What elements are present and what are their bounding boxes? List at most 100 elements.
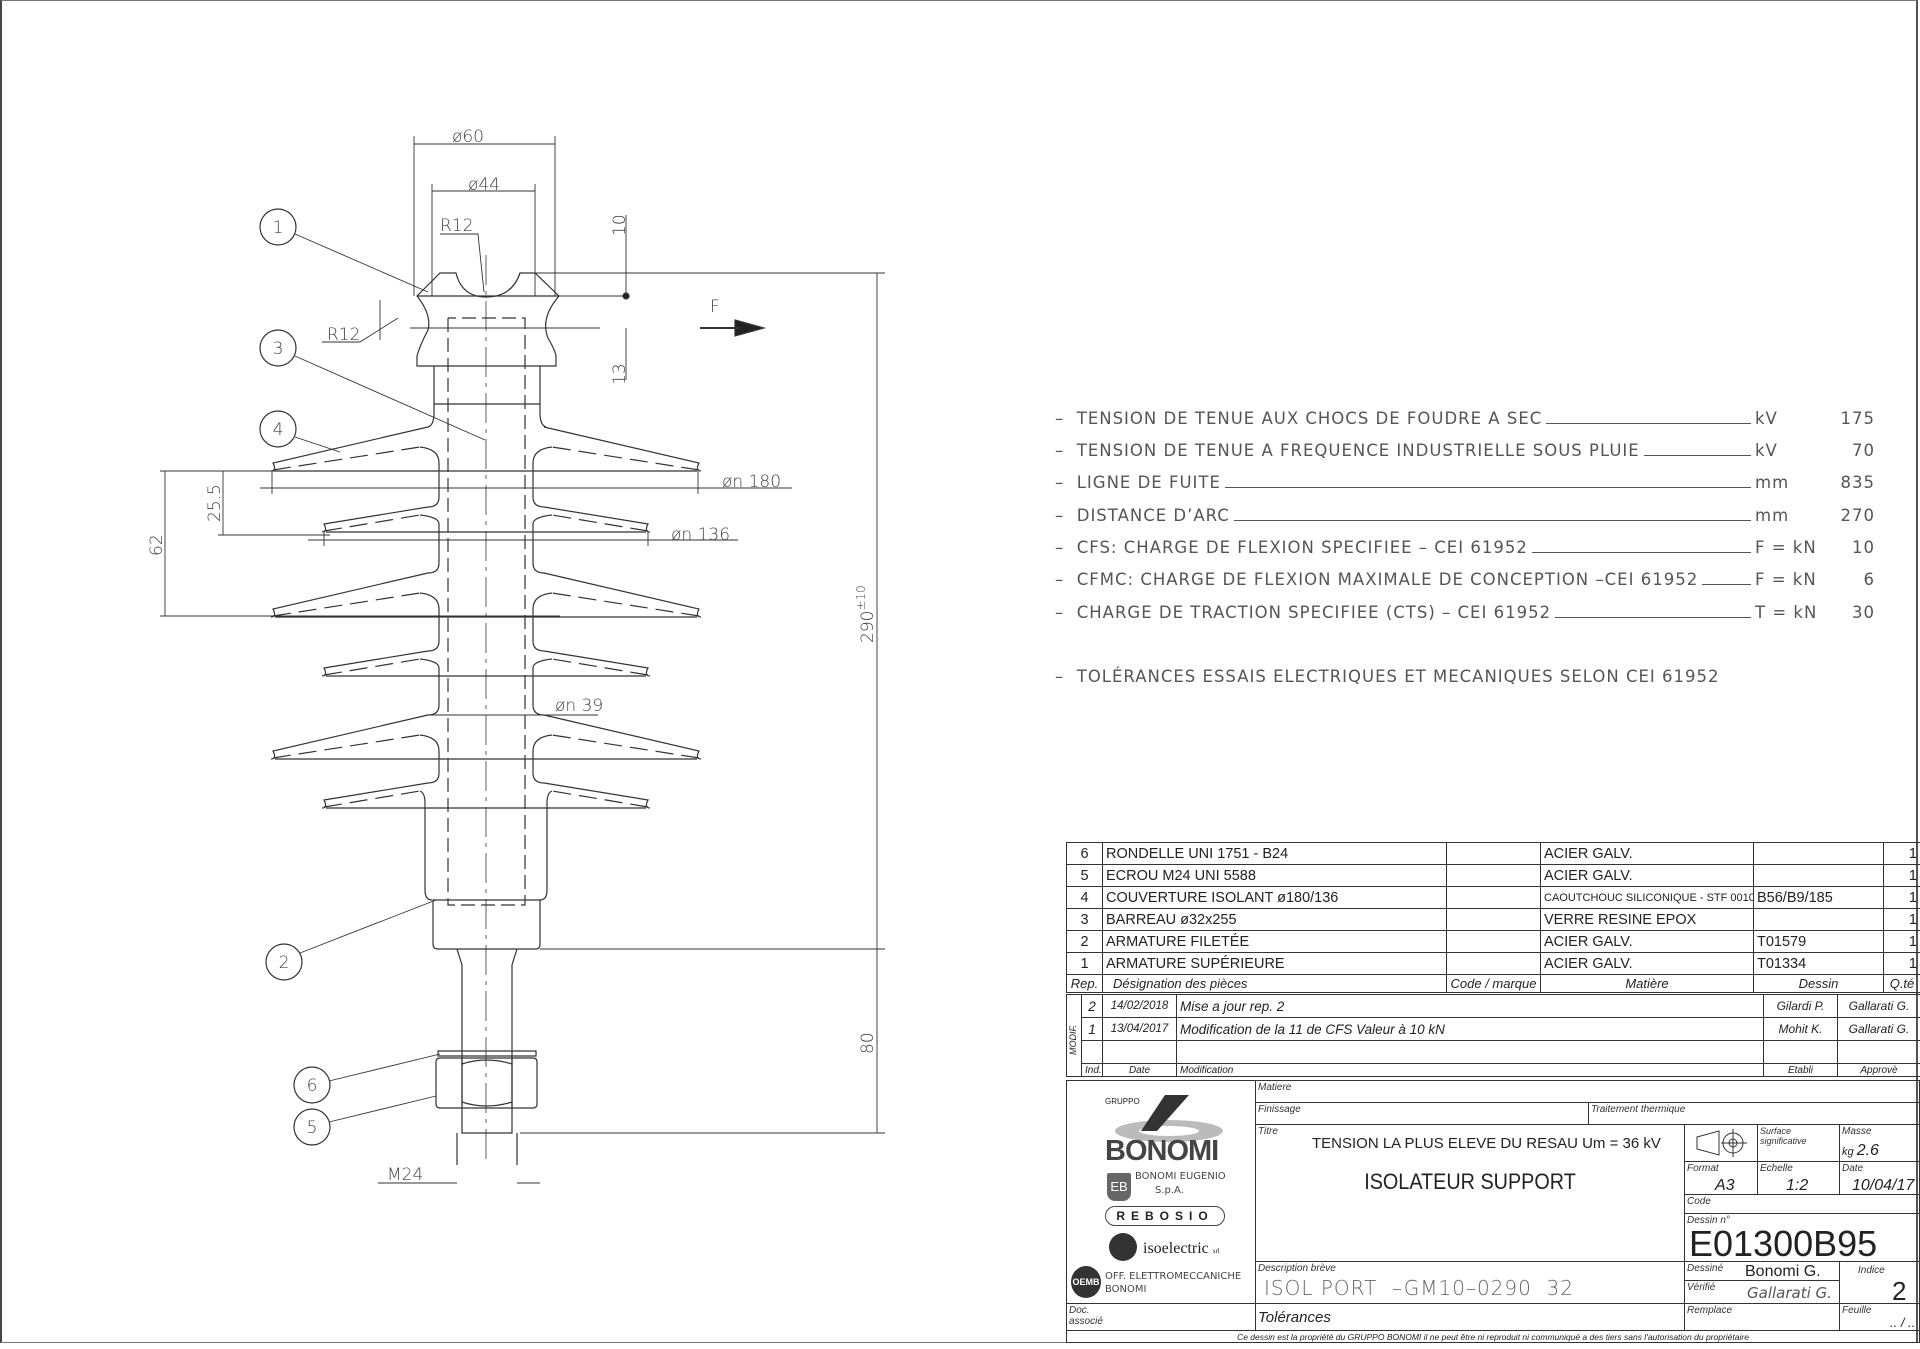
title-line-1: TENSION LA PLUS ELEVE DU RESAU Um = 36 k… (1312, 1135, 1661, 1152)
dimension-line (260, 471, 792, 494)
parts-list-header: Rep. Désignation des pièces Code / marqu… (1066, 974, 1920, 993)
spec-label: – LIGNE DE FUITE (1055, 473, 1221, 492)
shed-rib (419, 592, 440, 652)
part-matiere: CAOUTCHOUC SILICONIQUE - STF 0010 (1540, 886, 1754, 909)
part-code (1446, 908, 1541, 931)
shed-edge (543, 572, 702, 618)
leader-line (1233, 520, 1751, 521)
balloon-6: 6 (293, 1066, 331, 1104)
shed-hidden-edge (323, 790, 421, 808)
leader-line (1531, 552, 1751, 553)
dim-r12-side: R12 (327, 325, 360, 345)
balloon-leader (294, 355, 486, 441)
shed-hidden-edge (323, 514, 421, 532)
drawing-number: E01300B95 (1689, 1223, 1878, 1264)
header-code: Code / marque (1446, 974, 1541, 993)
revision-approuve: Gallarati G. (1837, 1017, 1920, 1041)
dim-290: 290±10 (854, 585, 878, 643)
lower-body (539, 790, 553, 901)
shed-rib (419, 514, 440, 574)
shed-hidden-edge (272, 734, 421, 759)
part-matiere: ACIER GALV. (1540, 864, 1754, 887)
masse-cell: Masse kg 2.6 (1839, 1124, 1920, 1162)
logo-eugenio-text: BONOMI EUGENIO (1135, 1171, 1226, 1182)
logo-spa-text: S.p.A. (1155, 1185, 1184, 1196)
copyright-footer: Ce dessin est la propriété du GRUPPO BON… (1066, 1330, 1920, 1343)
lower-body (419, 790, 433, 901)
insulator-outline (270, 255, 702, 1165)
logo-off-text: OFF. ELETTROMECCANICHE (1105, 1271, 1242, 1282)
threaded-rod (456, 948, 518, 1134)
dimension-line (431, 184, 536, 296)
force-label: F (710, 297, 720, 317)
leader-line (1702, 584, 1751, 585)
dim-10: 10 (610, 214, 630, 236)
svg-text:4: 4 (273, 420, 284, 440)
revision-etabli: Mohit K. (1763, 1017, 1838, 1041)
dimension-line (160, 470, 560, 617)
modif-label: MODIF. (1068, 1024, 1078, 1055)
description-cell: Description brève ISOL PORT –GM10–0290 3… (1255, 1261, 1685, 1304)
finissage-cell: Finissage (1255, 1102, 1589, 1125)
titre-cell: Titre TENSION LA PLUS ELEVE DU RESAU Um … (1255, 1124, 1685, 1262)
part-designation: ARMATURE SUPÉRIEURE (1102, 952, 1447, 975)
revision-date: 14/02/2018 (1102, 994, 1177, 1018)
revision-header: Ind. Date Modification Etabli Approvè (1067, 1063, 1920, 1077)
dim-dn136: øn 136 (671, 525, 730, 545)
balloon-leader (299, 899, 437, 954)
spec-row: – CFS: CHARGE DE FLEXION SPECIFIEE – CEI… (1055, 533, 1875, 557)
part-dessin: T01579 (1753, 930, 1884, 953)
dim-25-5: 25.5 (205, 484, 225, 522)
spec-unit: F = kN (1755, 570, 1817, 589)
isoelectric-logo-icon (1109, 1233, 1137, 1261)
balloon-2: 2 (265, 943, 303, 981)
nut (435, 1057, 538, 1109)
insulator-drawing: ø60 ø44 R12 R12 10 13 F øn 180 øn 136 øn… (147, 127, 885, 1185)
header-dessin: Dessin (1753, 974, 1884, 993)
balloon-1: 1 (259, 208, 297, 246)
balloon-leader (328, 1053, 441, 1082)
dimension-line (218, 471, 330, 536)
reference-point (622, 292, 630, 300)
part-designation: ARMATURE FILETÉE (1102, 930, 1447, 953)
spec-value: 70 (1852, 441, 1875, 460)
leader-line (1555, 617, 1751, 618)
svg-text:6: 6 (307, 1076, 318, 1096)
part-matiere: ACIER GALV. (1540, 842, 1754, 865)
shed-edge (321, 650, 429, 677)
header-designation: Désignation des pièces (1102, 974, 1447, 993)
cap-neck (433, 366, 541, 405)
part-rep: 6 (1066, 842, 1103, 865)
shed-rib (532, 514, 553, 574)
part-rep: 5 (1066, 864, 1103, 887)
shed-rib (532, 592, 553, 652)
washer (437, 1050, 537, 1057)
first-angle-projection-icon (1696, 1129, 1747, 1157)
part-code (1446, 864, 1541, 887)
spec-unit: kV (1755, 441, 1778, 460)
shed-hidden-edge (551, 514, 649, 532)
revision-text: Modification de la 11 de CFS Valeur à 10… (1176, 1017, 1764, 1041)
shed-edge (321, 782, 429, 809)
shed-edge (543, 782, 651, 809)
shed-rib (532, 446, 553, 508)
feuille-cell: Feuille.. / .. (1839, 1303, 1920, 1331)
spec-row: – TENSION DE TENUE AUX CHOCS DE FOUDRE A… (1055, 404, 1875, 428)
drawing-number-cell: Dessin n°E01300B95 (1684, 1213, 1920, 1262)
spec-label: – DISTANCE D’ARC (1055, 506, 1230, 525)
balloon-leader (294, 233, 429, 293)
part-code (1446, 886, 1541, 909)
core-right (539, 404, 547, 428)
tolerances-cell: Tolérances (1255, 1303, 1685, 1331)
shed-rib (532, 658, 553, 716)
doc-associe-cell: Doc. associé (1066, 1303, 1256, 1331)
part-dessin: T01334 (1753, 952, 1884, 975)
shed-rib (532, 734, 553, 784)
drawing-title: ISOLATEUR SUPPORT (1364, 1169, 1576, 1194)
